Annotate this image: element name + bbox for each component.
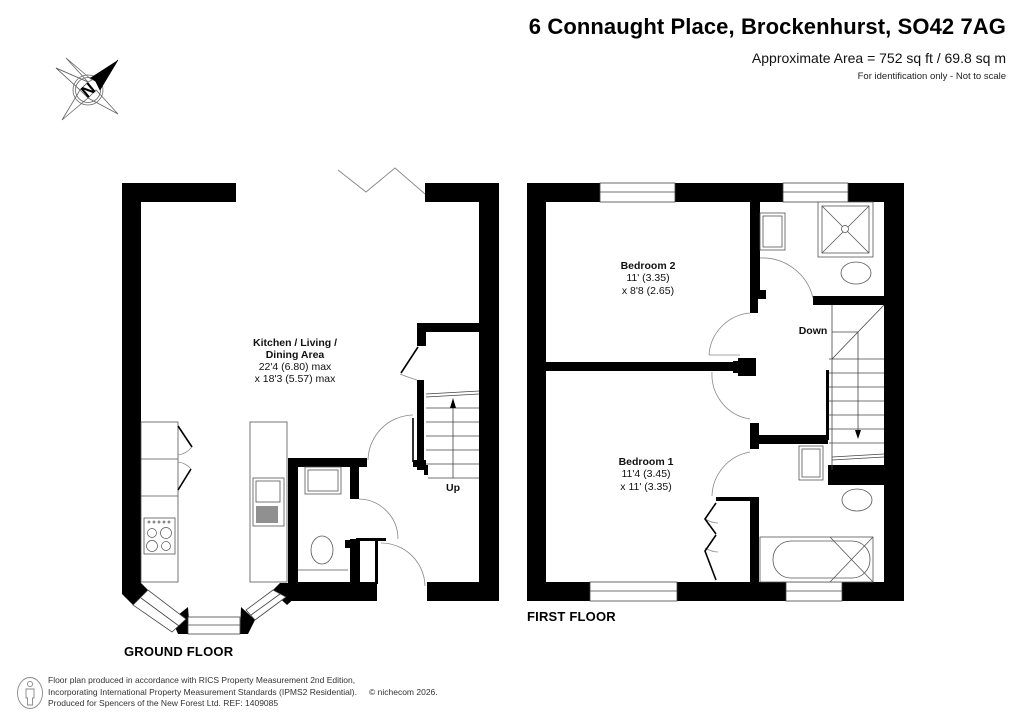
ground-floor-label: GROUND FLOOR: [124, 644, 234, 659]
north-compass-icon: N: [55, 57, 119, 121]
stairs-down-label: Down: [799, 325, 828, 337]
kitchen-room-name-line2: Dining Area: [266, 349, 325, 361]
bedroom2-dimension-1: 11' (3.35): [626, 272, 669, 284]
footer-line-1: Floor plan produced in accordance with R…: [48, 675, 356, 685]
footer-line-3: Produced for Spencers of the New Forest …: [48, 698, 279, 708]
kitchen-dimension-1: 22'4 (6.80) max: [259, 361, 332, 373]
kitchen-room-name: Kitchen / Living /: [253, 337, 337, 349]
property-header: 6 Connaught Place, Brockenhurst, SO42 7A…: [529, 14, 1006, 82]
person-measure-icon: [17, 677, 43, 709]
kitchen-dimension-2: x 18'3 (5.57) max: [255, 373, 337, 385]
scale-disclaimer: For identification only - Not to scale: [857, 71, 1006, 82]
stairs-up-label: Up: [446, 482, 460, 494]
bedroom1-dimension-1: 11'4 (3.45): [621, 468, 670, 480]
bedroom1-dimension-2: x 11' (3.35): [620, 481, 671, 493]
approximate-area: Approximate Area = 752 sq ft / 69.8 sq m: [751, 50, 1006, 66]
footer-copyright: © nichecom 2026.: [369, 686, 438, 697]
first-floor-label: FIRST FLOOR: [527, 609, 616, 624]
bedroom1-room-name: Bedroom 1: [619, 456, 674, 468]
footer-line-2: Incorporating International Property Mea…: [48, 686, 357, 697]
bedroom2-room-name: Bedroom 2: [621, 260, 676, 272]
first-floor-plan: Down Bedroom 2 11' (3.35) x 8'8 (2.65) B…: [527, 182, 904, 602]
footer-credits: Floor plan produced in accordance with R…: [48, 675, 438, 710]
ground-floor-plan: Up Kitchen / Living / Dining Area 22'4 (…: [122, 167, 499, 635]
bedroom2-dimension-2: x 8'8 (2.65): [622, 285, 674, 297]
property-title: 6 Connaught Place, Brockenhurst, SO42 7A…: [528, 14, 1006, 39]
